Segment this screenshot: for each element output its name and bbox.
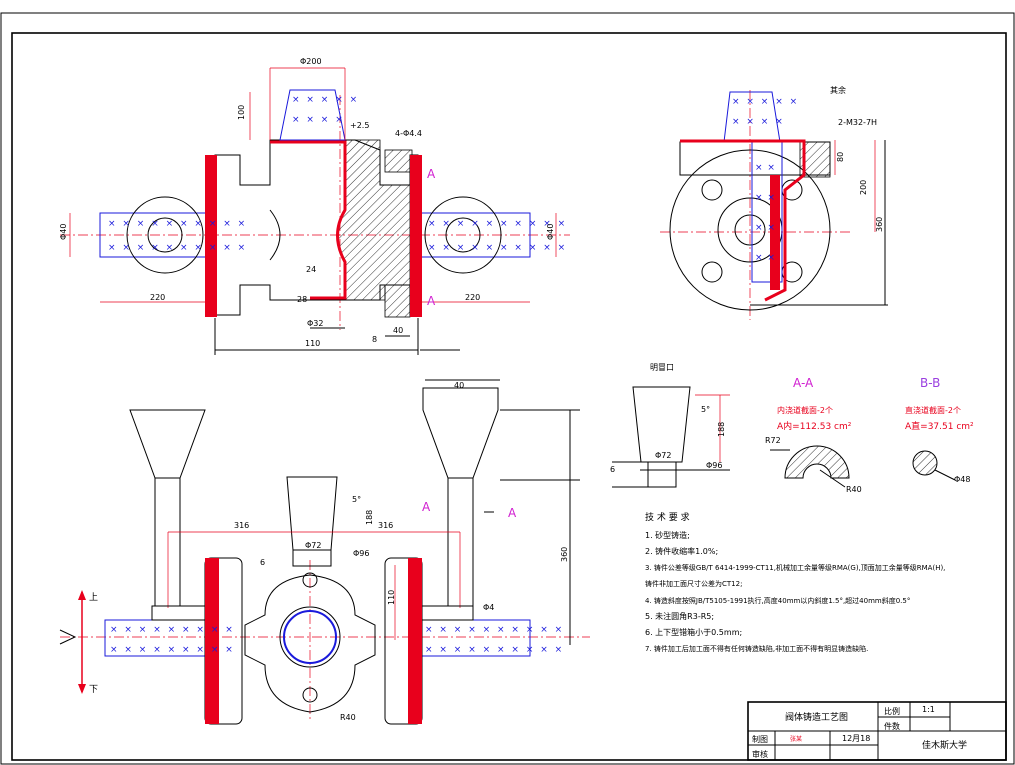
- dim-d6: 6: [260, 558, 265, 567]
- requirement-item: 1. 砂型铸造;: [645, 530, 690, 540]
- svg-text:× × × ×: × × × ×: [732, 117, 785, 127]
- requirement-item: 5. 未注圆角R3-R5;: [645, 611, 714, 621]
- review-label: 审核: [752, 749, 768, 759]
- dim-d220-right: 220: [465, 293, 480, 302]
- section-mark-a-top: A: [427, 167, 436, 181]
- dim-d28: 28: [297, 295, 307, 304]
- dim-d72: Φ72: [305, 541, 321, 550]
- dim-d220-left: 220: [150, 293, 165, 302]
- dim-d40s: 40: [454, 381, 464, 390]
- svg-text:× × × ×: × × × ×: [292, 115, 345, 125]
- dim-d24: 24: [306, 265, 316, 274]
- svg-text:× ×: × ×: [755, 163, 776, 173]
- drawing-date: 12月18: [842, 734, 870, 743]
- dim-d110b: 110: [387, 590, 396, 605]
- riser-d72: Φ72: [655, 451, 671, 460]
- title-block: 阀体铸造工艺图 比例 1:1 件数 制图 张某 12月18 审核 佳木斯大学: [747, 701, 1007, 761]
- dim-left-dia: Φ40: [59, 224, 68, 240]
- svg-text:× × × × ×: × × × × ×: [292, 95, 359, 105]
- dim-m32: 2-M32-7H: [838, 118, 877, 127]
- dim-r40b: R40: [340, 713, 356, 722]
- svg-text:× × × × ×: × × × × ×: [732, 97, 799, 107]
- direction-down-label: 下: [89, 685, 98, 695]
- section-aa-r72: R72: [765, 436, 781, 445]
- section-mark-a-bottom: A: [427, 294, 436, 308]
- dim-holes4: 4-Φ4.4: [395, 129, 422, 138]
- side-view: × × × × × × × × × × × × × × × × × 其余 2-M…: [660, 85, 888, 320]
- requirement-item: 铸件非加工面尺寸公差为CT12;: [645, 579, 742, 588]
- requirement-item: 2. 铸件收缩率1.0%;: [645, 546, 718, 556]
- dim-d360: 360: [875, 217, 884, 232]
- dim-top: Φ4: [483, 603, 494, 612]
- riser-d96: Φ96: [706, 461, 722, 470]
- section-aa-sub: 内浇道截面-2个: [777, 405, 833, 415]
- section-mark-aa-right: A: [508, 506, 517, 520]
- dim-right-dia: Φ40: [546, 224, 555, 240]
- school-name: 佳木斯大学: [922, 739, 967, 751]
- dim-d200: Φ200: [300, 57, 322, 66]
- front-view: × × × × × × × × × × × × × × × × × × × × …: [59, 57, 570, 355]
- section-aa-area: A内=112.53 cm²: [777, 420, 852, 432]
- requirements-heading: 技 术 要 求: [645, 511, 690, 523]
- section-mark-aa-left: A: [422, 500, 431, 514]
- dim-d200v: 200: [859, 180, 868, 195]
- section-aa-r40: R40: [846, 485, 862, 494]
- section-bb: B-B 直浇道截面-2个 A直=37.51 cm² Φ48: [905, 376, 974, 484]
- riser-d6: 6: [610, 465, 615, 474]
- svg-text:× × × × × × × × ×: × × × × × × × × ×: [110, 645, 235, 655]
- scale-label: 比例: [884, 706, 900, 716]
- dim-d8: 8: [372, 335, 377, 344]
- riser-5deg: 5°: [701, 405, 710, 414]
- drawing-title: 阀体铸造工艺图: [785, 711, 848, 723]
- dim-d32: Φ32: [307, 319, 323, 328]
- dim-d100: 100: [237, 105, 246, 120]
- dim-d25: +2.5: [350, 121, 369, 130]
- section-bb-area: A直=37.51 cm²: [905, 420, 974, 432]
- scale-value: 1:1: [922, 705, 935, 714]
- technical-requirements: 技 术 要 求 1. 砂型铸造; 2. 铸件收缩率1.0%; 3. 铸件公差等级…: [645, 511, 945, 653]
- section-aa-title: A-A: [793, 376, 814, 390]
- svg-text:× ×: × ×: [755, 193, 776, 203]
- drawer-label: 制图: [752, 734, 768, 744]
- svg-text:× ×: × ×: [755, 253, 776, 263]
- riser-detail: 明冒口 5° 188 Φ72 Φ96 6: [610, 363, 730, 488]
- svg-text:× × × × × × × × × ×: × × × × × × × × × ×: [428, 219, 567, 229]
- dim-d360b: 360: [560, 547, 569, 562]
- section-aa: A-A 内浇道截面-2个 A内=112.53 cm² R72 R40: [765, 376, 862, 494]
- svg-text:× × × × × × × × × ×: × × × × × × × × × ×: [428, 243, 567, 253]
- dim-d110: 110: [305, 339, 320, 348]
- svg-text:× × × × × × × × ×: × × × × × × × × ×: [110, 625, 235, 635]
- riser-188: 188: [717, 422, 726, 437]
- dim-d188: 188: [365, 510, 374, 525]
- dim-d316b: 316: [378, 521, 393, 530]
- dim-d316a: 316: [234, 521, 249, 530]
- roughness-note: 其余: [830, 85, 846, 95]
- inner-border: [11, 32, 1007, 761]
- requirement-item: 4. 铸造斜度按照JB/T5105-1991执行,高度40mm以内斜度1.5°,…: [645, 596, 910, 605]
- outer-border: [0, 12, 1015, 765]
- section-bb-sub: 直浇道截面-2个: [905, 405, 961, 415]
- requirement-item: 3. 铸件公差等级GB/T 6414-1999-CT11,机械加工余量等级RMA…: [645, 563, 945, 572]
- dim-d5: 5°: [352, 495, 361, 504]
- svg-text:× × × × × × × × × ×: × × × × × × × × × ×: [108, 243, 247, 253]
- section-bb-title: B-B: [920, 376, 940, 390]
- drawer-name: 张某: [790, 735, 802, 743]
- dim-d40: 40: [393, 326, 403, 335]
- requirement-item: 7. 铸件加工后加工面不得有任何铸造缺陷,非加工面不得有明显铸造缺陷.: [645, 644, 868, 653]
- direction-up-label: 上: [89, 592, 98, 603]
- svg-text:× ×: × ×: [755, 223, 776, 233]
- requirement-item: 6. 上下型错箱小于0.5mm;: [645, 627, 742, 637]
- dim-d96: Φ96: [353, 549, 369, 558]
- count-label: 件数: [884, 721, 900, 731]
- riser-label: 明冒口: [650, 363, 674, 372]
- svg-text:× × × × × × × × × ×: × × × × × × × × × ×: [425, 625, 564, 635]
- plan-view: × × × × × × × × × × × × × × × × × × × × …: [59, 349, 590, 725]
- dim-d80: 80: [836, 152, 845, 162]
- svg-text:× × × × × × × × × ×: × × × × × × × × × ×: [425, 645, 564, 655]
- svg-text:× × × × × × × × × ×: × × × × × × × × × ×: [108, 219, 247, 229]
- section-bb-d48: Φ48: [954, 475, 970, 484]
